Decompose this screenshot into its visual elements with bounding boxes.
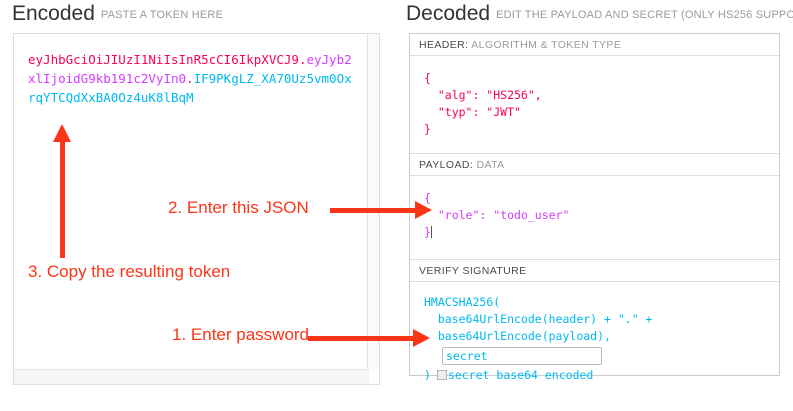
base64-encoded-checkbox-label[interactable]: secret base64 encoded: [447, 368, 594, 382]
token-separator-1: .: [298, 52, 307, 67]
payload-code-text: { "role": "todo_user" }: [424, 191, 570, 239]
arrow-head: [415, 201, 432, 219]
decoded-title-text: Decoded: [406, 2, 491, 25]
text-caret: [430, 226, 432, 238]
encoded-panel-footer-bar: [14, 369, 369, 384]
annotation-step-3: 3. Copy the resulting token: [28, 262, 231, 281]
encoded-subtitle-text: PASTE A TOKEN HERE: [100, 9, 224, 21]
signature-code-area: HMACSHA256( base64UrlEncode(header) + ".…: [410, 282, 779, 398]
encoded-token-panel[interactable]: eyJhbGciOiJIUzI1NiIsInR5cCI6IkpXVCJ9.eyJ…: [13, 33, 380, 385]
signature-line-1: HMACSHA256(: [424, 295, 501, 309]
token-separator-2: .: [186, 71, 194, 86]
arrow-head: [53, 124, 71, 142]
header-section-label-rest: ALGORITHM & TOKEN TYPE: [471, 39, 622, 51]
base64-encoded-checkbox[interactable]: [436, 370, 447, 380]
signature-section-label-bold: VERIFY SIGNATURE: [419, 265, 527, 277]
arrow-shaft: [60, 141, 65, 258]
token-payload-segment: eyJyb2xlIjoidG9kb191c2VyIn0: [28, 52, 352, 86]
payload-section-label-bold: PAYLOAD:: [419, 159, 474, 171]
header-section-label-bold: HEADER:: [419, 39, 469, 51]
encoded-panel-scrollbar[interactable]: [367, 34, 379, 370]
signature-section-label: VERIFY SIGNATURE: [410, 260, 779, 282]
decoded-column-heading: Decoded EDIT THE PAYLOAD AND SECRET (ONLY…: [406, 2, 793, 26]
token-header-segment: eyJhbGciOiJIUzI1NiIsInR5cCI6IkpXVCJ9: [28, 52, 299, 67]
annotation-step-1: 1. Enter password: [172, 325, 310, 344]
payload-section-label-rest: DATA: [476, 159, 505, 171]
signature-line-3: base64UrlEncode(payload),: [424, 329, 611, 343]
signature-line-2: base64UrlEncode(header) + "." +: [424, 312, 653, 326]
decoded-subtitle-text: EDIT THE PAYLOAD AND SECRET (ONLY HS256 …: [496, 9, 793, 21]
encoded-title-text: Encoded: [12, 2, 95, 25]
annotation-step-2: 2. Enter this JSON: [168, 198, 309, 217]
signature-close-row: ) secret base64 encoded: [424, 368, 779, 383]
payload-section-label: PAYLOAD: DATA: [410, 154, 779, 176]
header-code-area[interactable]: { "alg": "HS256", "typ": "JWT" }: [410, 56, 779, 154]
header-section-label: HEADER: ALGORITHM & TOKEN TYPE: [410, 34, 779, 56]
payload-code-area[interactable]: { "role": "todo_user" }: [410, 176, 779, 260]
encoded-column-heading: Encoded PASTE A TOKEN HERE: [12, 2, 223, 26]
secret-input[interactable]: [442, 347, 602, 365]
arrow-shaft: [330, 208, 416, 213]
arrow-up-to-token-icon: [53, 124, 73, 258]
decoded-panel: HEADER: ALGORITHM & TOKEN TYPE { "alg": …: [409, 33, 780, 382]
encoded-token-text[interactable]: eyJhbGciOiJIUzI1NiIsInR5cCI6IkpXVCJ9.eyJ…: [28, 50, 358, 107]
token-signature-segment: IF9PKgLZ_XA70Uz5vm0OxrqYTCQdXxBA0Oz4uK8l…: [28, 71, 352, 105]
arrow-head: [413, 329, 430, 347]
arrow-shaft: [308, 336, 414, 341]
signature-close-paren: ): [424, 368, 431, 382]
